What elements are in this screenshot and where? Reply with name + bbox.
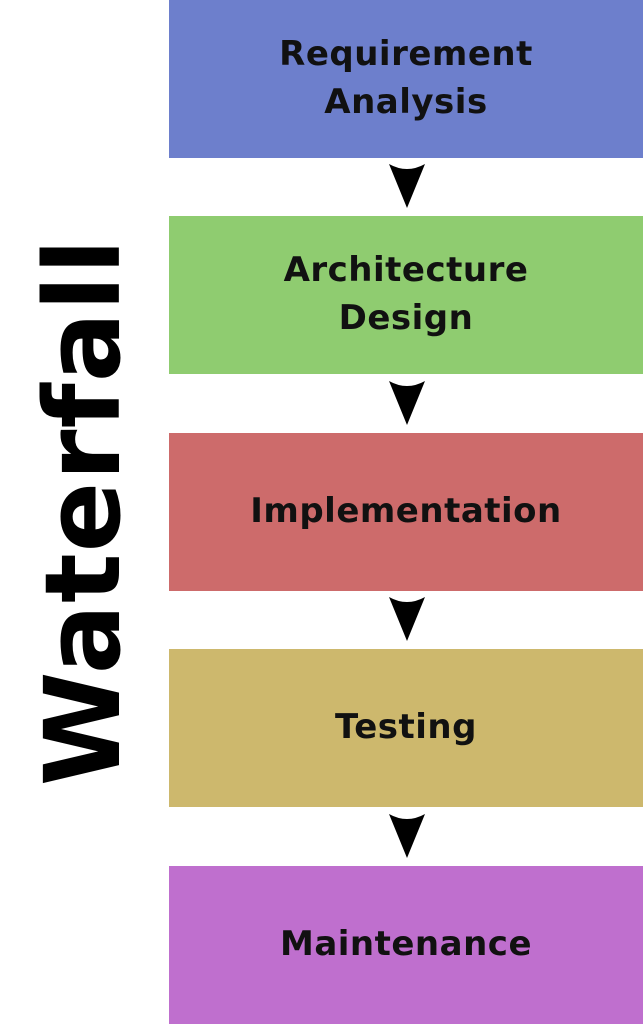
stage-label: Maintenance — [279, 924, 533, 965]
arrow-down-icon — [389, 597, 425, 641]
stage-requirement-analysis: Requirement Analysis — [169, 0, 643, 158]
stage-architecture-design: Architecture Design — [169, 216, 643, 374]
arrow-down-icon — [389, 164, 425, 208]
stage-implementation: Implementation — [169, 433, 643, 591]
stage-label: Requirement Analysis — [279, 34, 533, 122]
stage-testing: Testing — [169, 649, 643, 807]
waterfall-title: Waterfall — [22, 237, 144, 787]
stage-label: Testing — [335, 707, 477, 748]
arrow-down-icon — [389, 814, 425, 858]
stage-maintenance: Maintenance — [169, 866, 643, 1024]
stage-label: Implementation — [250, 491, 562, 532]
stage-label: Architecture Design — [283, 250, 529, 338]
arrow-down-icon — [389, 381, 425, 425]
